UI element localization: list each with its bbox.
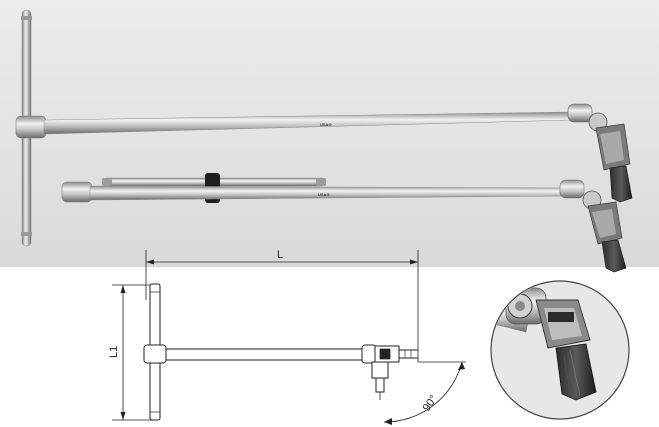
brand-marking: USAG — [320, 122, 332, 127]
torx-bit — [601, 239, 627, 273]
arrowhead — [384, 418, 392, 425]
universal-joint — [559, 179, 585, 199]
sliding-bar-end — [316, 178, 326, 186]
joint-detail-zoom — [490, 280, 630, 420]
torx-bit — [609, 165, 633, 203]
t-handle-wrench-photo: USAG — [15, 9, 633, 247]
zoom-pivot-center — [515, 301, 525, 311]
zoom-socket-slot — [548, 312, 574, 322]
drawing-bit-rotated — [375, 377, 385, 393]
sliding-bar-end — [102, 178, 112, 186]
arrowhead — [120, 285, 126, 293]
socket-face — [600, 131, 624, 164]
zoom-bit-flute — [569, 349, 581, 397]
dim-height-label: L1 — [108, 346, 120, 358]
arrowhead — [410, 259, 418, 265]
sliding-bar-wrench-photo: USAG — [61, 173, 627, 273]
t-bar-ring-bottom — [21, 232, 32, 236]
drawing-socket-rotated — [371, 361, 389, 379]
drawing-hub — [143, 344, 167, 364]
angle-arc — [383, 361, 463, 423]
shaft — [43, 111, 573, 135]
zoom-torx-bit — [555, 343, 597, 401]
t-handle-hub — [15, 115, 47, 139]
arrowhead — [458, 362, 465, 370]
drawing-joint — [361, 344, 377, 364]
dim-length-label: L — [277, 249, 283, 261]
zoom-bit-flute — [563, 355, 571, 395]
wrench-hub — [61, 181, 93, 203]
technical-drawing — [112, 250, 466, 425]
angle-label: 90° — [421, 393, 440, 414]
drawing-socket-detail — [379, 348, 391, 360]
arrowhead — [146, 259, 154, 265]
arrowhead — [120, 412, 126, 420]
socket-face — [592, 209, 616, 238]
brand-marking: USAG — [318, 192, 330, 197]
universal-joint — [567, 103, 593, 123]
product-photo-panel — [0, 0, 659, 267]
t-bar-ring-top — [21, 16, 32, 20]
